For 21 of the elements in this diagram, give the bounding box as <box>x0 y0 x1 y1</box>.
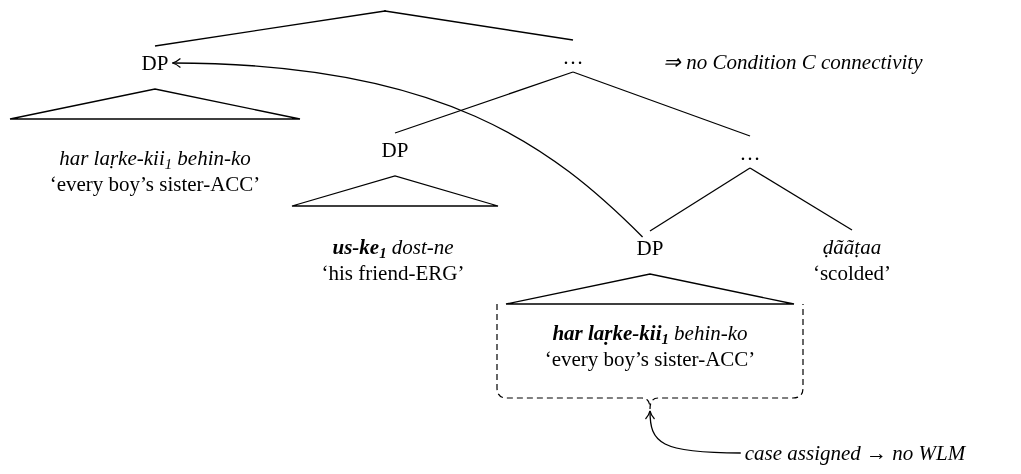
tree-branch <box>384 10 574 41</box>
translation: ‘scolded’ <box>812 260 892 286</box>
word-gloss: us-ke$_{1}$ dost-ne <box>332 234 454 260</box>
node-label: case assigned → no WLM <box>744 440 966 466</box>
category-label: DP <box>636 235 664 261</box>
tree-branch <box>154 10 386 47</box>
word-gloss: har laṛke-kii$_{1}$ behin-ko <box>59 145 251 171</box>
node-label: … <box>562 44 584 70</box>
tree-branch <box>749 167 853 231</box>
word-gloss: ḍããṭaa <box>822 234 882 260</box>
translation: ‘every boy’s sister-ACC’ <box>49 171 261 197</box>
translation: ‘every boy’s sister-ACC’ <box>544 346 756 372</box>
tree-branch <box>649 167 751 232</box>
category-label: DP <box>381 137 409 163</box>
conclusion-note: ⇒ no Condition C connectivity <box>663 50 923 75</box>
tree-branch <box>394 71 574 134</box>
node-label: … <box>739 140 761 166</box>
translation: ‘his friend-ERG’ <box>321 260 465 286</box>
tree-branch <box>572 71 751 137</box>
word-gloss: har laṛke-kii$_{1}$ behin-ko <box>552 320 748 346</box>
category-label: DP <box>141 50 169 76</box>
